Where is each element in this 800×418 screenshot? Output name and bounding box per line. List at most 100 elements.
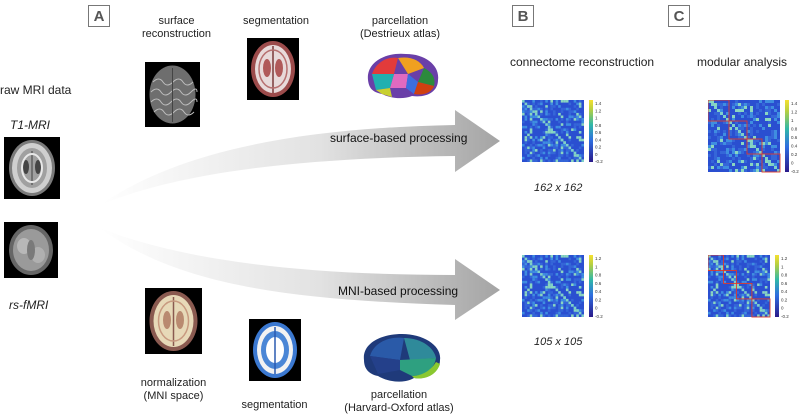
matrix-cell	[558, 309, 561, 312]
matrix-cell	[733, 306, 737, 310]
matrix-cell	[713, 301, 716, 305]
matrix-cell	[741, 115, 744, 118]
matrix-cell	[529, 136, 533, 139]
matrix-cell	[733, 309, 737, 312]
matrix-cell	[744, 304, 747, 307]
matrix-cell	[524, 149, 528, 152]
matrix-diagonal-cell	[529, 107, 533, 111]
matrix-cell	[753, 118, 756, 121]
matrix-cell	[718, 255, 721, 258]
matrix-diagonal-cell	[747, 139, 750, 142]
matrix-cell	[581, 293, 584, 297]
matrix-cell	[759, 280, 763, 284]
matrix-cell	[581, 309, 584, 312]
matrix-cell	[522, 112, 525, 116]
matrix-cell	[560, 143, 564, 147]
matrix-cell	[764, 273, 768, 276]
matrix-diagonal-cell	[581, 159, 584, 162]
matrix-cell	[568, 311, 572, 315]
matrix-cell	[738, 160, 741, 163]
matrix-cell	[747, 124, 750, 127]
matrix-diagonal-cell	[708, 100, 711, 103]
matrix-cell	[715, 306, 719, 310]
matrix-cell	[581, 120, 584, 124]
matrix-cell	[578, 291, 582, 294]
matrix-diagonal-cell	[723, 270, 727, 274]
module-box	[723, 270, 737, 284]
matrix-cell	[762, 145, 765, 148]
matrix-cell	[560, 110, 564, 113]
matrix-cell	[542, 118, 546, 121]
matrix-cell	[571, 314, 574, 317]
matrix-cell	[565, 118, 569, 121]
matrix-cell	[731, 267, 734, 271]
matrix-cell	[762, 291, 765, 294]
matrix-cell	[715, 291, 719, 294]
matrix-cell	[750, 160, 753, 163]
module-box	[735, 282, 753, 300]
matrix-cell	[547, 278, 551, 281]
matrix-cell	[774, 118, 777, 121]
matrix-cell	[774, 136, 777, 139]
matrix-cell	[754, 304, 758, 307]
matrix-cell	[524, 107, 528, 111]
matrix-diagonal-cell	[578, 311, 582, 315]
colorbar	[775, 255, 779, 317]
matrix-cell	[547, 298, 551, 302]
matrix-cell	[720, 106, 723, 109]
matrix-cell	[532, 311, 535, 315]
matrix-cell	[746, 283, 750, 286]
matrix-cell	[527, 149, 530, 152]
matrix-cell	[553, 138, 556, 142]
matrix-cell	[524, 146, 528, 150]
matrix-cell	[715, 260, 719, 263]
matrix-cell	[708, 166, 711, 169]
matrix-cell	[765, 106, 768, 109]
matrix-cell	[726, 151, 729, 154]
panel-c-label: C	[668, 5, 690, 27]
matrix-diagonal-cell	[732, 124, 735, 127]
matrix-cell	[768, 118, 771, 121]
matrix-cell	[747, 154, 750, 157]
matrix-cell	[738, 136, 741, 139]
matrix-cell	[555, 257, 559, 261]
matrix-cell	[555, 156, 559, 160]
matrix-cell	[581, 298, 584, 302]
matrix-cell	[553, 146, 556, 150]
matrix-cell	[578, 102, 582, 106]
matrix-cell	[542, 131, 546, 134]
matrix-cell	[532, 146, 535, 150]
matrix-cell	[560, 159, 564, 162]
matrix-cell	[731, 296, 734, 299]
matrix-cell	[527, 309, 530, 312]
colorbar-tick-label: 0.4	[791, 144, 798, 149]
matrix-cell	[744, 275, 747, 279]
matrix-diagonal-cell	[565, 298, 569, 302]
matrix-cell	[762, 311, 765, 315]
matrix-cell	[736, 286, 739, 289]
matrix-cell	[715, 275, 719, 279]
matrix-cell	[750, 121, 753, 124]
matrix-cell	[764, 257, 768, 261]
matrix-cell	[747, 103, 750, 106]
matrix-diagonal-cell	[532, 265, 535, 268]
matrix-cell	[568, 257, 572, 261]
matrix-cell	[576, 262, 579, 266]
matrix-cell	[547, 314, 551, 317]
matrix-cell	[573, 110, 577, 113]
colorbar-tick-label: 1.2	[791, 110, 798, 115]
matrix-cell	[733, 286, 737, 289]
matrix-cell	[762, 273, 765, 276]
matrix-cell	[732, 148, 735, 151]
matrix-cell	[553, 267, 556, 271]
matrix-diagonal-cell	[759, 151, 762, 154]
matrix-cell	[563, 128, 566, 131]
matrix-cell	[735, 121, 738, 124]
matrix-cell	[713, 293, 716, 297]
matrix-diagonal-cell	[765, 157, 768, 160]
matrix-cell	[762, 142, 765, 145]
matrix-cell	[550, 143, 553, 147]
matrix-cell	[720, 109, 723, 112]
matrix-cell	[733, 291, 737, 294]
matrix-cell	[735, 151, 738, 154]
